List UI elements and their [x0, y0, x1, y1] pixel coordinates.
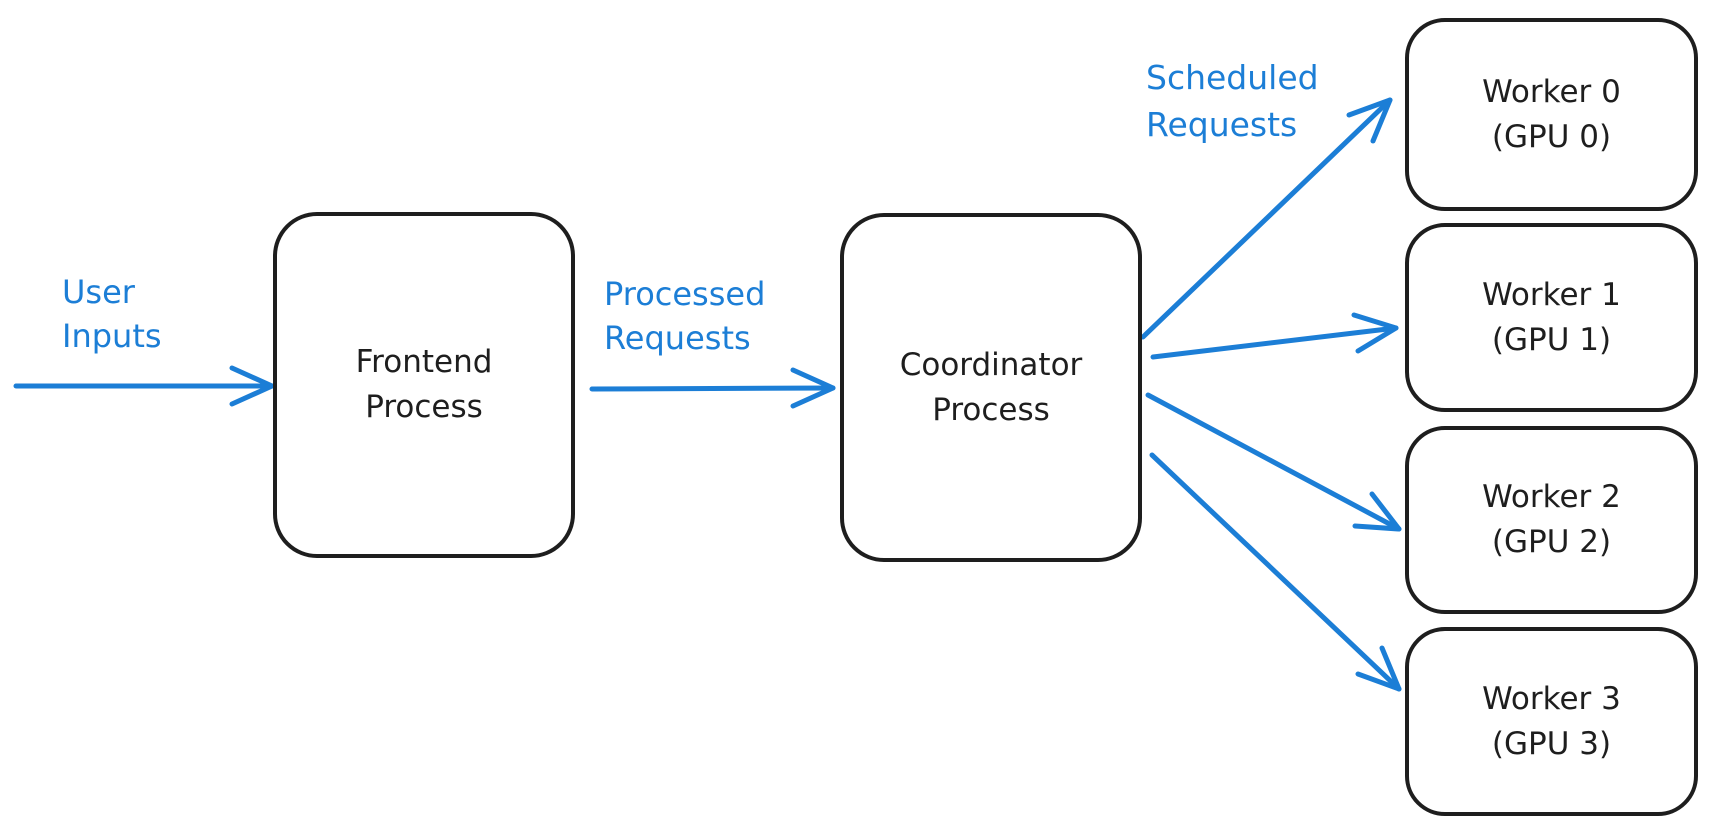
worker-1-node-line2: (GPU 1): [1491, 321, 1612, 358]
processed-requests-arrow: [589, 367, 836, 409]
coordinator-process-node: Coordinator Process: [840, 213, 1142, 562]
scheduled-arrow-worker2: [1145, 392, 1402, 532]
worker-3-node-line1: Worker 3: [1482, 680, 1621, 717]
worker-1-node: Worker 1 (GPU 1): [1405, 223, 1698, 412]
scheduled-requests-label: Scheduled Requests: [1146, 54, 1319, 148]
user-inputs-arrow: [13, 365, 275, 407]
coordinator-process-node-line1: Coordinator: [899, 346, 1083, 383]
worker-1-node-line1: Worker 1: [1482, 276, 1621, 313]
user-inputs-label-line1: User: [62, 273, 135, 311]
frontend-process-node-line1: Frontend: [355, 344, 493, 380]
user-inputs-label: User Inputs: [62, 270, 162, 358]
scheduled-arrow-worker0: [1140, 97, 1393, 340]
worker-3-node-line2: (GPU 3): [1491, 725, 1612, 762]
frontend-process-node-line2: Process: [365, 389, 483, 425]
worker-0-node: Worker 0 (GPU 0): [1405, 18, 1698, 211]
scheduled-requests-label-line1: Scheduled: [1146, 58, 1319, 97]
worker-0-node-line1: Worker 0: [1482, 73, 1621, 110]
frontend-process-node: Frontend Process: [273, 212, 575, 558]
user-inputs-label-line2: Inputs: [62, 317, 162, 355]
worker-0-node-line2: (GPU 0): [1491, 118, 1612, 155]
worker-3-node: Worker 3 (GPU 3): [1405, 627, 1698, 816]
scheduled-arrow-worker1: [1150, 312, 1399, 360]
processed-requests-label-line2: Requests: [604, 319, 751, 357]
worker-2-node-line2: (GPU 2): [1491, 524, 1612, 560]
worker-2-node-line1: Worker 2: [1482, 479, 1621, 515]
processed-requests-label: Processed Requests: [604, 272, 765, 360]
scheduled-arrow-worker3: [1149, 452, 1402, 692]
processed-requests-label-line1: Processed: [604, 275, 766, 313]
worker-2-node: Worker 2 (GPU 2): [1405, 426, 1698, 614]
coordinator-process-node-line2: Process: [932, 391, 1050, 428]
scheduled-requests-label-line2: Requests: [1146, 105, 1298, 144]
